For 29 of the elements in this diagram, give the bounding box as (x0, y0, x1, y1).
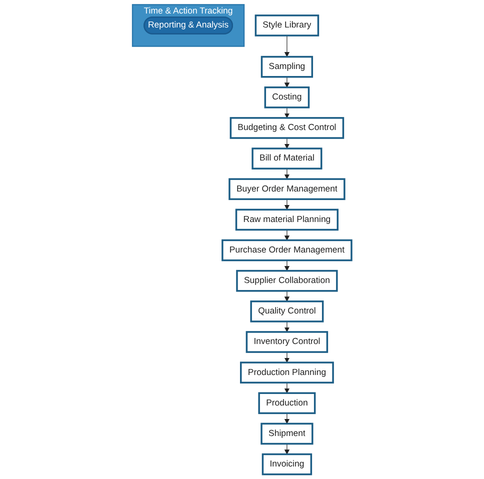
arrow (284, 107, 290, 118)
arrow (284, 198, 290, 210)
arrow (284, 443, 290, 454)
arrow (284, 382, 290, 394)
node-box: Costing (264, 86, 310, 108)
node-box: Production Planning (240, 362, 334, 384)
arrow (284, 321, 290, 332)
arrow (284, 168, 290, 180)
node-box: Buyer Order Management (228, 178, 346, 200)
arrow (284, 76, 290, 88)
node-box: Invoicing (262, 453, 312, 476)
node-box: Purchase Order Management (222, 239, 352, 262)
node-box: Raw material Planning (235, 208, 339, 231)
arrow (284, 35, 290, 58)
node-box: Style Library (254, 14, 320, 36)
node-box: Production (258, 392, 316, 414)
arrow (284, 260, 290, 272)
node-box: Sampling (260, 56, 314, 78)
arrow (284, 138, 290, 149)
arrow (284, 229, 290, 240)
node-box: Inventory Control (246, 331, 328, 353)
node-box: Quality Control (250, 300, 324, 322)
arrow (284, 290, 290, 302)
node-box: Supplier Collaboration (236, 270, 338, 292)
arrow (284, 352, 290, 363)
node-box: Shipment (260, 422, 314, 445)
arrow (284, 412, 290, 424)
node-box: Budgeting & Cost Control (230, 117, 344, 139)
node-box: Bill of Material (252, 148, 322, 170)
